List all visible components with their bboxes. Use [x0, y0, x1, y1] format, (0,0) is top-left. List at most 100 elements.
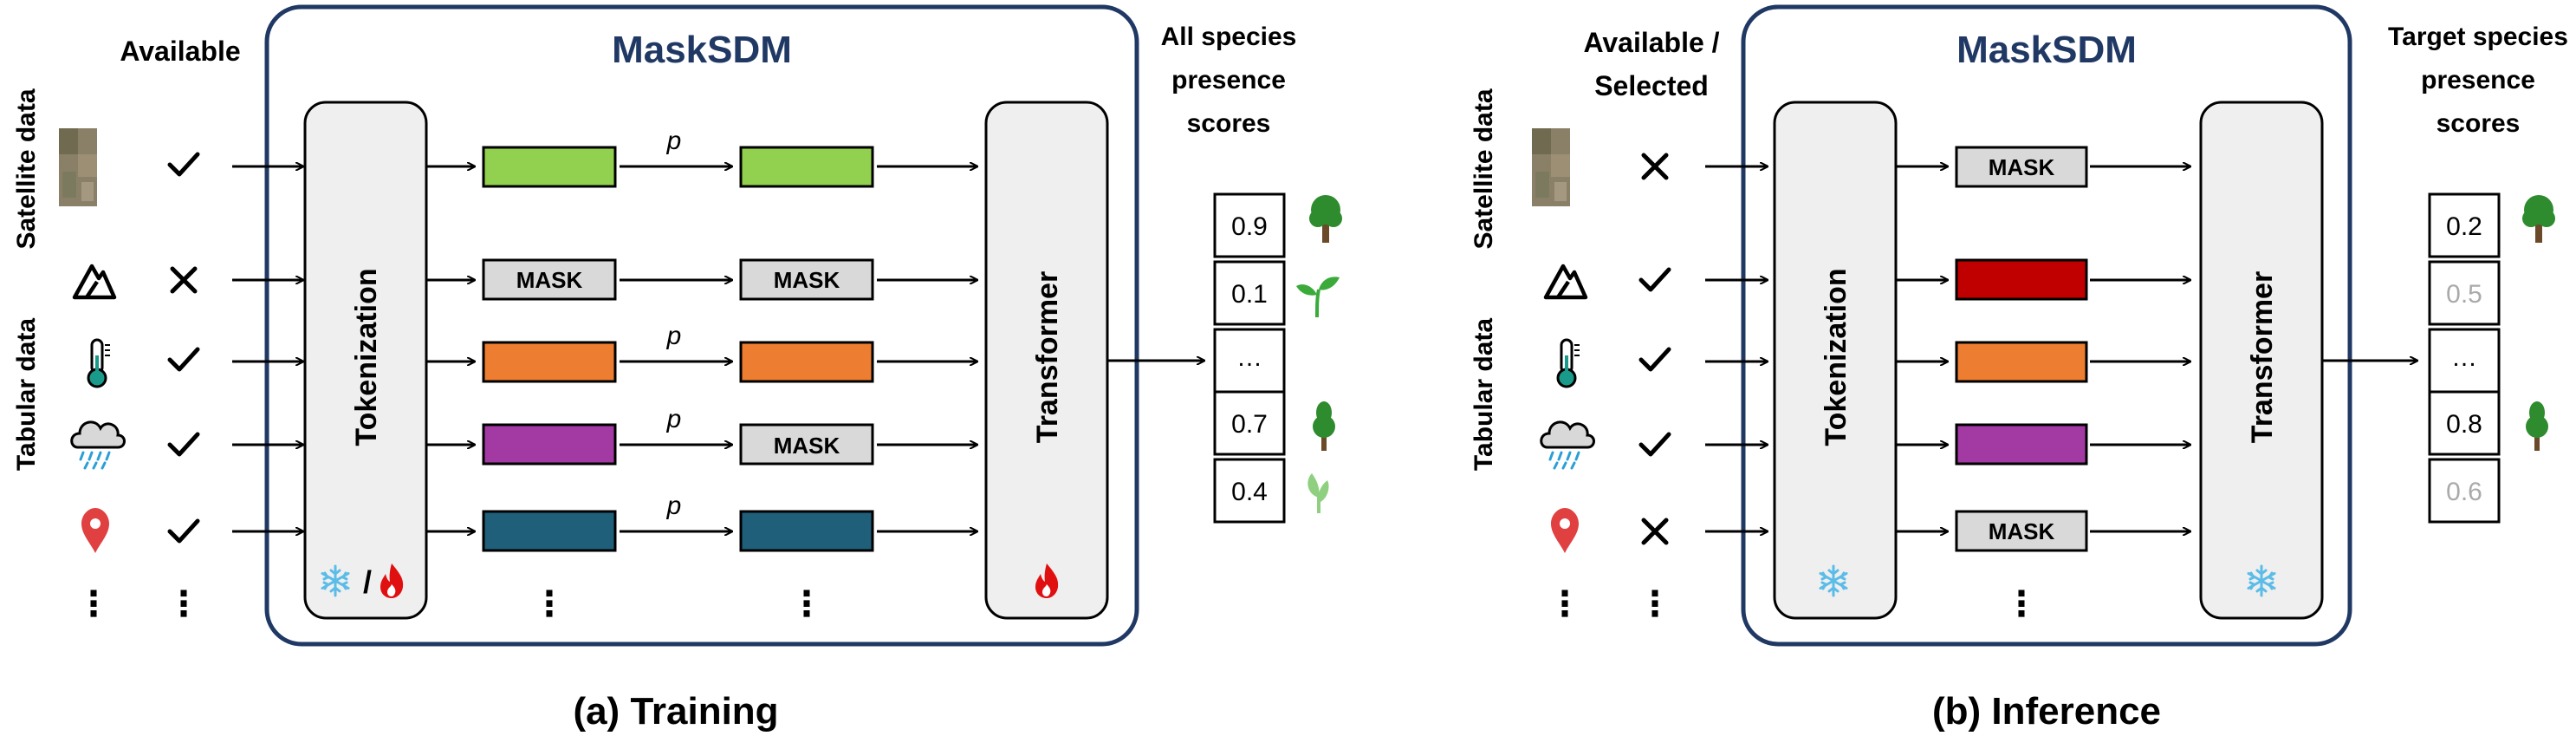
token-arrows	[1896, 166, 1948, 531]
output-header: All species	[1161, 23, 1297, 51]
output-header: presence	[1171, 66, 1286, 94]
token-location	[482, 510, 617, 552]
token-temperature	[1955, 341, 2088, 383]
mask-label: MASK	[774, 433, 840, 459]
cross-icon	[1644, 520, 1666, 543]
available-selected-header: Selected	[1594, 70, 1709, 101]
masksdm-title: MaskSDM	[1956, 29, 2137, 71]
tabular-data-label: Tabular data	[12, 318, 41, 471]
inference-panel: Satellite data Tabular data ⋮ Available …	[1470, 4, 2568, 733]
input-arrows	[232, 166, 303, 531]
masksdm-frame	[1741, 4, 2352, 647]
token-precipitation	[1955, 423, 2088, 466]
p-label: p	[666, 405, 682, 433]
location-pin-icon	[81, 508, 109, 553]
token-satellite	[482, 146, 617, 188]
score-value: 0.9	[1231, 212, 1268, 241]
token-location-out	[739, 510, 874, 552]
score-list	[2428, 192, 2501, 524]
output-header: scores	[2436, 109, 2521, 138]
transformer-label: Transformer	[2246, 271, 2279, 443]
tree-icon	[2522, 195, 2555, 243]
transformer-input-arrows	[877, 166, 977, 531]
training-panel: Satellite data Tabular data ⋮ Available …	[12, 4, 1342, 733]
token-temperature-out	[739, 341, 874, 383]
check-icon	[1641, 349, 1669, 369]
score-value: …	[1236, 343, 1262, 372]
input-ellipsis: ⋮	[76, 585, 111, 623]
token-ellipsis: ⋮	[532, 585, 567, 623]
dropout-arrows	[620, 166, 732, 531]
check-icon	[170, 434, 198, 454]
training-caption: (a) Training	[573, 690, 778, 733]
frozen-trainable-slash: /	[363, 564, 372, 600]
token-satellite-out	[739, 146, 874, 188]
score-value: 0.5	[2446, 280, 2482, 309]
output-header: scores	[1187, 109, 1271, 138]
token-elevation	[1955, 258, 2088, 301]
score-value: 0.4	[1231, 478, 1268, 506]
satellite-image-icon	[1532, 128, 1570, 206]
token-mask	[1955, 146, 2088, 188]
p-label: p	[666, 492, 682, 520]
rain-cloud-icon	[1540, 420, 1595, 470]
thermometer-icon	[87, 338, 112, 388]
available-selected-header: Available /	[1583, 27, 1719, 58]
token-ellipsis: ⋮	[789, 585, 824, 623]
score-value: 0.1	[1231, 280, 1268, 309]
score-value: 0.7	[1231, 410, 1268, 439]
score-value: 0.8	[2446, 410, 2482, 439]
tree-icon	[1309, 195, 1342, 243]
mask-label: MASK	[774, 267, 840, 293]
satellite-image-icon	[59, 128, 97, 206]
check-icon	[170, 349, 198, 369]
token-precipitation	[482, 423, 617, 466]
sprout-icon	[1294, 275, 1341, 319]
masksdm-title: MaskSDM	[612, 29, 792, 71]
inference-caption: (b) Inference	[1932, 690, 2161, 733]
tree-icon	[2526, 401, 2548, 451]
mask-label: MASK	[1989, 518, 2055, 544]
check-icon	[170, 154, 198, 174]
check-icon	[1641, 434, 1669, 454]
output-header: Target species	[2388, 23, 2568, 51]
mask-label: MASK	[516, 267, 583, 293]
token-precipitation-masked	[739, 423, 874, 466]
check-icon	[170, 521, 198, 541]
token-mask	[482, 258, 617, 301]
score-value: 0.2	[2446, 212, 2482, 241]
mountain-icon	[1546, 266, 1586, 297]
input-ellipsis: ⋮	[1548, 585, 1582, 623]
rain-cloud-icon	[70, 420, 126, 470]
p-label: p	[666, 322, 682, 350]
satellite-data-label: Satellite data	[12, 88, 41, 249]
cross-icon	[172, 269, 195, 291]
tokenization-label: Tokenization	[1820, 268, 1853, 446]
token-mask	[1955, 510, 2088, 552]
satellite-data-label: Satellite data	[1470, 88, 1498, 249]
available-header: Available	[120, 36, 240, 67]
mask-label: MASK	[1989, 154, 2055, 180]
output-header: presence	[2421, 66, 2535, 94]
tokenization-label: Tokenization	[350, 268, 383, 446]
p-label: p	[666, 127, 682, 155]
transformer-input-arrows	[2090, 166, 2190, 531]
tabular-data-label: Tabular data	[1470, 318, 1498, 471]
token-ellipsis: ⋮	[2004, 585, 2039, 623]
sprout-icon	[1306, 472, 1331, 515]
availability-ellipsis: ⋮	[1638, 585, 1672, 623]
availability-ellipsis: ⋮	[166, 585, 201, 623]
masksdm-frame	[264, 4, 1139, 647]
token-temperature	[482, 341, 617, 383]
score-value: …	[2451, 343, 2477, 372]
score-list	[1213, 192, 1286, 524]
tree-icon	[1313, 401, 1335, 451]
check-icon	[1641, 270, 1669, 290]
token-mask-out	[739, 258, 874, 301]
thermometer-icon	[1556, 338, 1581, 388]
mountain-icon	[75, 266, 114, 297]
cross-icon	[1644, 155, 1666, 178]
token-arrows	[426, 166, 475, 531]
location-pin-icon	[1551, 508, 1579, 553]
